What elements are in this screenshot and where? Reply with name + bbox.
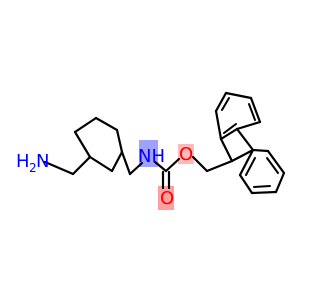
bond-ch2-ring [71, 155, 92, 176]
lower-ring-bond-3 [274, 171, 286, 194]
lower-ring-bond-2 [266, 149, 286, 175]
five-ring-bond-2 [219, 127, 239, 141]
ester-o-highlight [178, 144, 194, 164]
fluorene-group [214, 91, 286, 195]
five-ring-bond-1 [219, 137, 234, 163]
upper-ring-double-3 [223, 123, 237, 134]
bond-ch2-c9 [205, 159, 234, 173]
ring-bond-4 [94, 116, 119, 132]
nh-highlight [139, 140, 158, 167]
five-ring-bond-4 [230, 148, 255, 163]
ring-bond-2 [110, 150, 124, 173]
ring-bond-5 [73, 116, 98, 134]
bond-o-ch2 [191, 155, 209, 173]
upper-ring-bond-2 [214, 91, 228, 113]
ring-bond-1 [88, 155, 114, 173]
upper-ring-bond-3 [224, 91, 253, 100]
bond-c-o-single [164, 157, 181, 173]
ring-bond-6 [73, 130, 92, 159]
lower-ring-bond-6 [238, 148, 255, 177]
bond-n-ch2 [43, 160, 75, 176]
bond-ring-ch2 [120, 150, 132, 176]
upper-ring-bond-1 [214, 109, 223, 141]
lower-ring-double-3 [245, 157, 256, 176]
nh-label: NH [138, 146, 165, 167]
ring-bond-3 [115, 128, 124, 154]
bond-nh-c [153, 160, 168, 173]
lower-ring-bond-5 [238, 173, 254, 195]
upper-ring-bond-5 [235, 120, 262, 131]
upper-ring-bond-4 [249, 96, 262, 124]
ester-o-label: O [179, 144, 193, 165]
molecule-structure: H 2 N NH O O [16, 91, 286, 210]
lower-ring-double-2 [253, 185, 271, 188]
upper-ring-double-2 [248, 103, 256, 121]
amine-subscript-label: 2 [29, 161, 37, 175]
carbonyl-o-highlight [158, 186, 174, 210]
lower-ring-bond-1 [251, 148, 270, 153]
upper-ring-double-1 [221, 97, 230, 111]
lower-ring-double-1 [266, 157, 279, 174]
bond-ch2-nh [128, 161, 144, 176]
carbonyl-o-label: O [160, 188, 174, 209]
amine-h-label: H [16, 151, 30, 172]
aminomethyl-group [43, 155, 92, 176]
lower-ring-bond-4 [250, 190, 278, 195]
carbamate-linker [120, 150, 234, 190]
five-ring-bond-3 [235, 127, 255, 152]
amine-n-label: N [36, 151, 49, 172]
cyclohexane-ring [73, 116, 124, 173]
